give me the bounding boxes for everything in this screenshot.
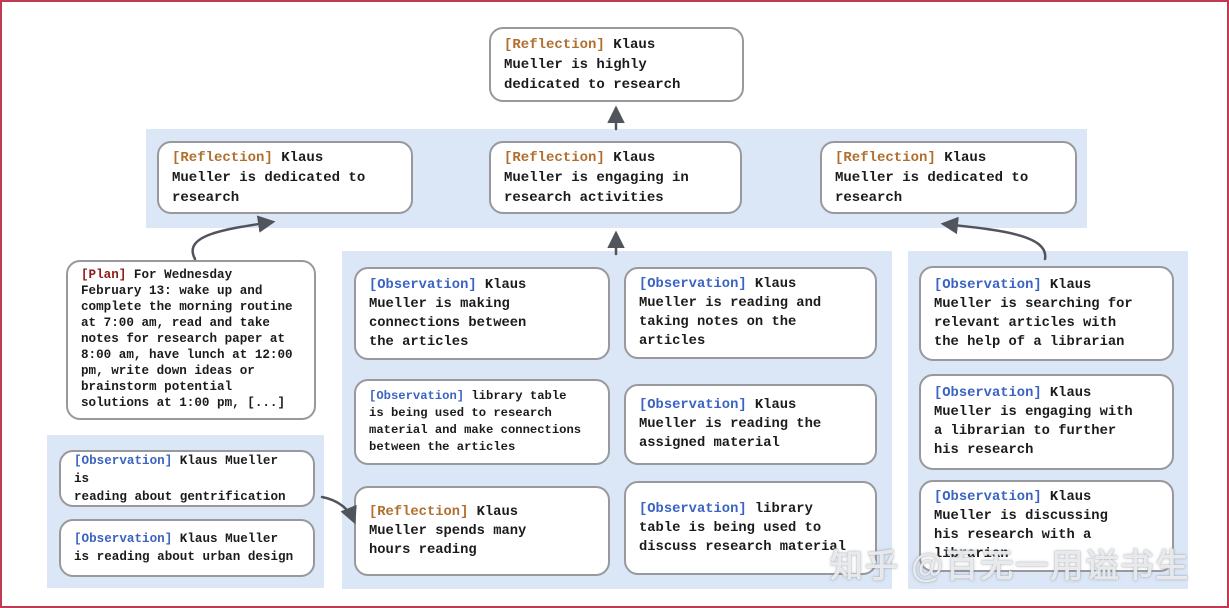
zhihu-watermark: 知乎 @百无一用谥书生 <box>830 547 1191 584</box>
observation-tag: [Observation] <box>934 277 1042 293</box>
node-text: Klaus Mueller is reading about gentrific… <box>74 453 286 504</box>
reflection-tag: [Reflection] <box>369 504 469 520</box>
node-observation-urban-design: [Observation]Klaus Mueller is reading ab… <box>59 519 315 577</box>
reflection-tag: [Reflection] <box>172 149 273 166</box>
node-text: Klaus Mueller is reading about urban des… <box>74 532 294 564</box>
node-text: library table is being used to research … <box>369 389 582 454</box>
node-reflection-hours-reading: [Reflection]Klaus Mueller spends many ho… <box>354 486 610 576</box>
node-text: Klaus Mueller is engaging in research ac… <box>504 149 689 206</box>
node-text: For Wednesday February 13: wake up and c… <box>81 268 293 410</box>
observation-tag: [Observation] <box>639 277 747 292</box>
observation-tag: [Observation] <box>74 532 173 546</box>
node-plan: [Plan]For Wednesday February 13: wake up… <box>66 260 316 420</box>
reflection-tag: [Reflection] <box>504 149 605 166</box>
node-reflection-right: [Reflection]Klaus Mueller is dedicated t… <box>820 141 1077 214</box>
node-root-reflection: [Reflection]Klaus Mueller is highly dedi… <box>489 27 744 102</box>
node-reflection-middle: [Reflection]Klaus Mueller is engaging in… <box>489 141 742 214</box>
node-text: Klaus Mueller spends many hours reading <box>369 504 527 558</box>
node-observation-library-table-discuss: [Observation]library table is being used… <box>624 481 877 575</box>
observation-tag: [Observation] <box>934 490 1042 505</box>
node-observation-searching-articles: [Observation]Klaus Mueller is searching … <box>919 266 1174 361</box>
node-text: Klaus Mueller is highly dedicated to res… <box>504 36 681 93</box>
observation-tag: [Observation] <box>639 501 747 517</box>
observation-tag: [Observation] <box>74 453 173 468</box>
node-text: Klaus Mueller is dedicated to research <box>172 149 366 206</box>
node-text: Klaus Mueller is searching for relevant … <box>934 277 1133 350</box>
reflection-tag: [Reflection] <box>835 149 936 166</box>
node-observation-engaging-librarian: [Observation]Klaus Mueller is engaging w… <box>919 374 1174 470</box>
reflection-tag: [Reflection] <box>504 36 605 53</box>
node-observation-library-table-research: [Observation]library table is being used… <box>354 379 610 465</box>
node-observation-gentrification: [Observation]Klaus Mueller is reading ab… <box>59 450 315 507</box>
node-reflection-left: [Reflection]Klaus Mueller is dedicated t… <box>157 141 413 214</box>
node-observation-discussing-research: [Observation]Klaus Mueller is discussing… <box>919 480 1174 572</box>
node-observation-making-connections: [Observation]Klaus Mueller is making con… <box>354 267 610 360</box>
node-observation-taking-notes: [Observation]Klaus Mueller is reading an… <box>624 267 877 359</box>
node-text: Klaus Mueller is reading the assigned ma… <box>639 398 822 451</box>
observation-tag: [Observation] <box>369 389 465 404</box>
node-text: library table is being used to discuss r… <box>639 501 846 555</box>
observation-tag: [Observation] <box>639 398 747 413</box>
observation-tag: [Observation] <box>934 386 1042 401</box>
node-text: Klaus Mueller is dedicated to research <box>835 149 1029 206</box>
observation-tag: [Observation] <box>369 277 477 293</box>
node-observation-assigned-material: [Observation]Klaus Mueller is reading th… <box>624 384 877 465</box>
node-text: Klaus Mueller is engaging with a librari… <box>934 386 1133 458</box>
node-text: Klaus Mueller is making connections betw… <box>369 277 527 350</box>
plan-tag: [Plan] <box>81 268 127 283</box>
node-text: Klaus Mueller is discussing his research… <box>934 490 1108 562</box>
node-text: Klaus Mueller is reading and taking note… <box>639 277 822 349</box>
